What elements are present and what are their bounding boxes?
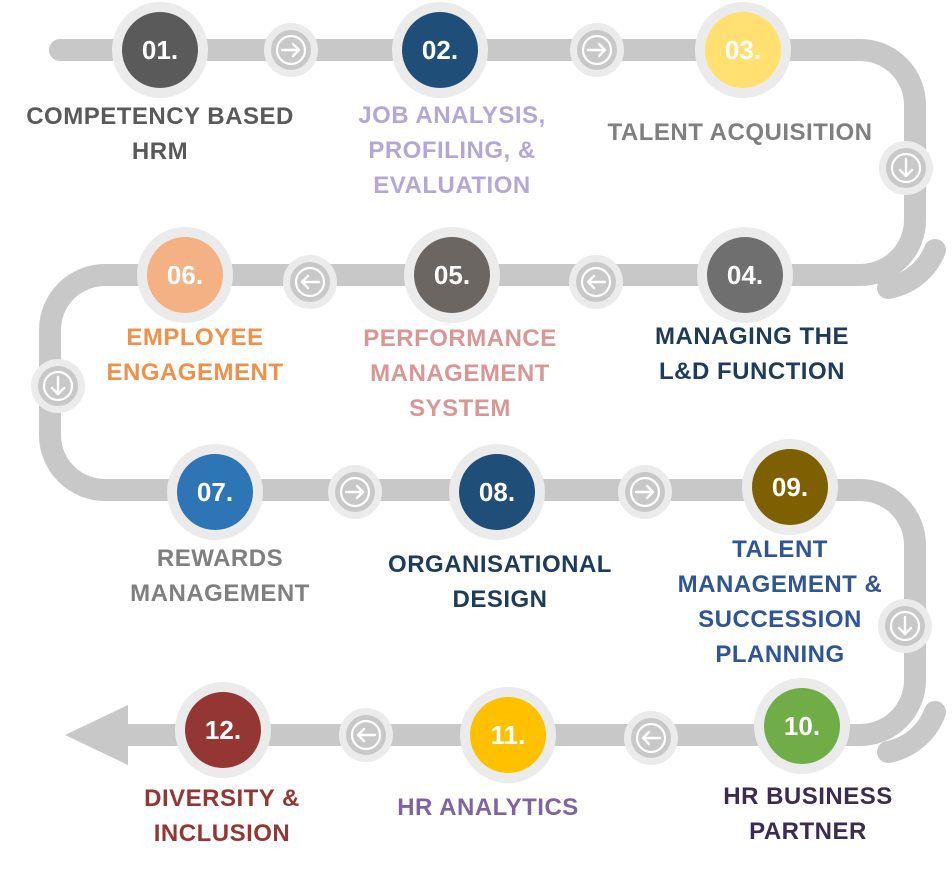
step-label-7: REWARDS MANAGEMENT xyxy=(130,541,310,611)
step-node-disc xyxy=(764,688,840,764)
step-label-line: ENGAGEMENT xyxy=(106,359,284,386)
step-node-disc xyxy=(414,237,490,313)
road-curl-upper xyxy=(877,239,946,299)
step-label-line: COMPETENCY BASED xyxy=(26,103,294,130)
direction-badges xyxy=(31,23,933,765)
step-number: 12. xyxy=(205,715,241,745)
step-label-1: COMPETENCY BASED HRM xyxy=(26,99,294,169)
step-node-1: 01. xyxy=(112,2,208,98)
arrow-down-icon xyxy=(878,599,932,653)
step-label-5: PERFORMANCE MANAGEMENT SYSTEM xyxy=(363,321,557,426)
step-node-disc xyxy=(707,237,783,313)
arrow-down-icon xyxy=(31,359,85,413)
step-label-line: ORGANISATIONAL xyxy=(388,551,612,578)
step-node-6: 06. xyxy=(137,227,233,323)
step-label-line: PARTNER xyxy=(749,818,867,845)
step-node-disc xyxy=(147,237,223,313)
step-node-disc xyxy=(705,12,781,88)
step-label-9: TALENT MANAGEMENT & SUCCESSION PLANNING xyxy=(678,532,883,672)
step-label-line: EVALUATION xyxy=(373,172,531,199)
step-number: 04. xyxy=(727,260,763,290)
step-node-10: 10. xyxy=(754,678,850,774)
step-label-3: TALENT ACQUISITION xyxy=(608,115,873,150)
step-label-line: TALENT xyxy=(732,536,828,563)
step-node-3: 03. xyxy=(695,2,791,98)
step-nodes: 01. 02. 03. 04. 05. 06. 07. 08. 09. 10. 11. 12. xyxy=(112,2,850,783)
step-label-line: REWARDS xyxy=(156,545,284,572)
step-number: 03. xyxy=(725,35,761,65)
step-node-disc xyxy=(402,12,478,88)
step-label-line: PLANNING xyxy=(715,641,845,668)
step-label-line: JOB ANALYSIS, xyxy=(358,102,546,129)
step-label-line: DESIGN xyxy=(452,586,548,613)
step-node-4: 04. xyxy=(697,227,793,323)
arrow-down-icon xyxy=(879,141,933,195)
step-label-2: JOB ANALYSIS, PROFILING, & EVALUATION xyxy=(358,98,545,203)
step-label-6: EMPLOYEE ENGAGEMENT xyxy=(106,320,283,390)
step-label-line: SYSTEM xyxy=(409,395,511,422)
step-number: 01. xyxy=(142,35,178,65)
step-node-2: 02. xyxy=(392,2,488,98)
step-node-disc xyxy=(185,692,261,768)
arrow-left-icon xyxy=(283,255,337,309)
arrow-right-icon xyxy=(328,465,382,519)
step-node-disc xyxy=(177,454,253,530)
step-node-11: 11. xyxy=(460,687,556,783)
step-node-disc xyxy=(752,449,828,525)
step-node-disc xyxy=(122,12,198,88)
step-label-line: MANAGEMENT & xyxy=(677,571,883,598)
arrow-right-icon xyxy=(570,23,624,77)
arrow-left-icon xyxy=(569,255,623,309)
road-end-arrowhead xyxy=(65,705,128,765)
step-label-line: DIVERSITY & xyxy=(144,785,300,812)
arrow-left-icon xyxy=(624,711,678,765)
step-label-line: PROFILING, & xyxy=(368,137,536,164)
step-label-line: MANAGING THE xyxy=(655,323,849,350)
step-label-line: TALENT ACQUISITION xyxy=(607,119,873,146)
step-label-10: HR BUSINESS PARTNER xyxy=(723,779,893,849)
step-label-line: HR ANALYTICS xyxy=(397,794,579,821)
step-node-disc xyxy=(470,697,546,773)
step-label-line: MANAGEMENT xyxy=(130,580,310,607)
step-label-line: PERFORMANCE xyxy=(363,325,557,352)
step-label-4: MANAGING THE L&D FUNCTION xyxy=(655,319,849,389)
step-number: 02. xyxy=(422,35,458,65)
step-label-line: SUCCESSION xyxy=(698,606,862,633)
step-number: 06. xyxy=(167,260,203,290)
step-label-line: EMPLOYEE xyxy=(126,324,264,351)
step-node-disc xyxy=(459,454,535,530)
step-number: 11. xyxy=(491,720,526,750)
step-label-12: DIVERSITY & INCLUSION xyxy=(144,781,300,851)
step-number: 05. xyxy=(434,260,470,290)
arrow-right-icon xyxy=(264,23,318,77)
step-number: 07. xyxy=(197,477,233,507)
step-label-line: INCLUSION xyxy=(153,820,291,847)
step-node-5: 05. xyxy=(404,227,500,323)
step-label-line: HR BUSINESS xyxy=(723,783,893,810)
arrow-left-icon xyxy=(339,708,393,762)
step-node-8: 08. xyxy=(449,444,545,540)
arrow-right-icon xyxy=(618,465,672,519)
step-number: 10. xyxy=(784,711,820,741)
step-number: 09. xyxy=(772,472,808,502)
step-label-line: L&D FUNCTION xyxy=(659,358,845,385)
step-label-line: HRM xyxy=(131,138,189,165)
step-label-8: ORGANISATIONAL DESIGN xyxy=(388,547,612,617)
step-label-line: MANAGEMENT xyxy=(370,360,550,387)
step-node-12: 12. xyxy=(175,682,271,778)
step-node-7: 07. xyxy=(167,444,263,540)
road-curl-lower xyxy=(877,701,946,763)
step-number: 08. xyxy=(479,477,515,507)
step-node-9: 09. xyxy=(742,439,838,535)
step-label-11: HR ANALYTICS xyxy=(397,790,579,825)
